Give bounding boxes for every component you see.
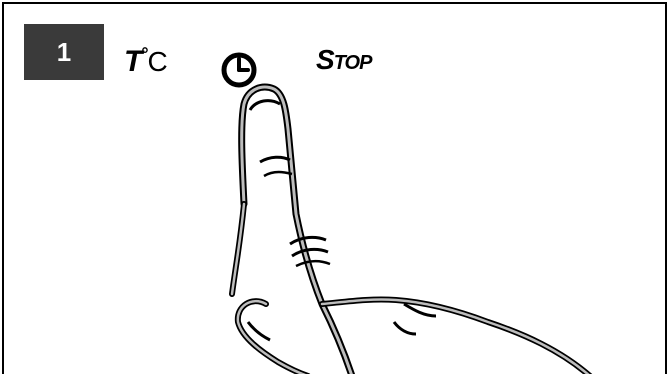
pointing-finger-icon bbox=[4, 4, 667, 374]
